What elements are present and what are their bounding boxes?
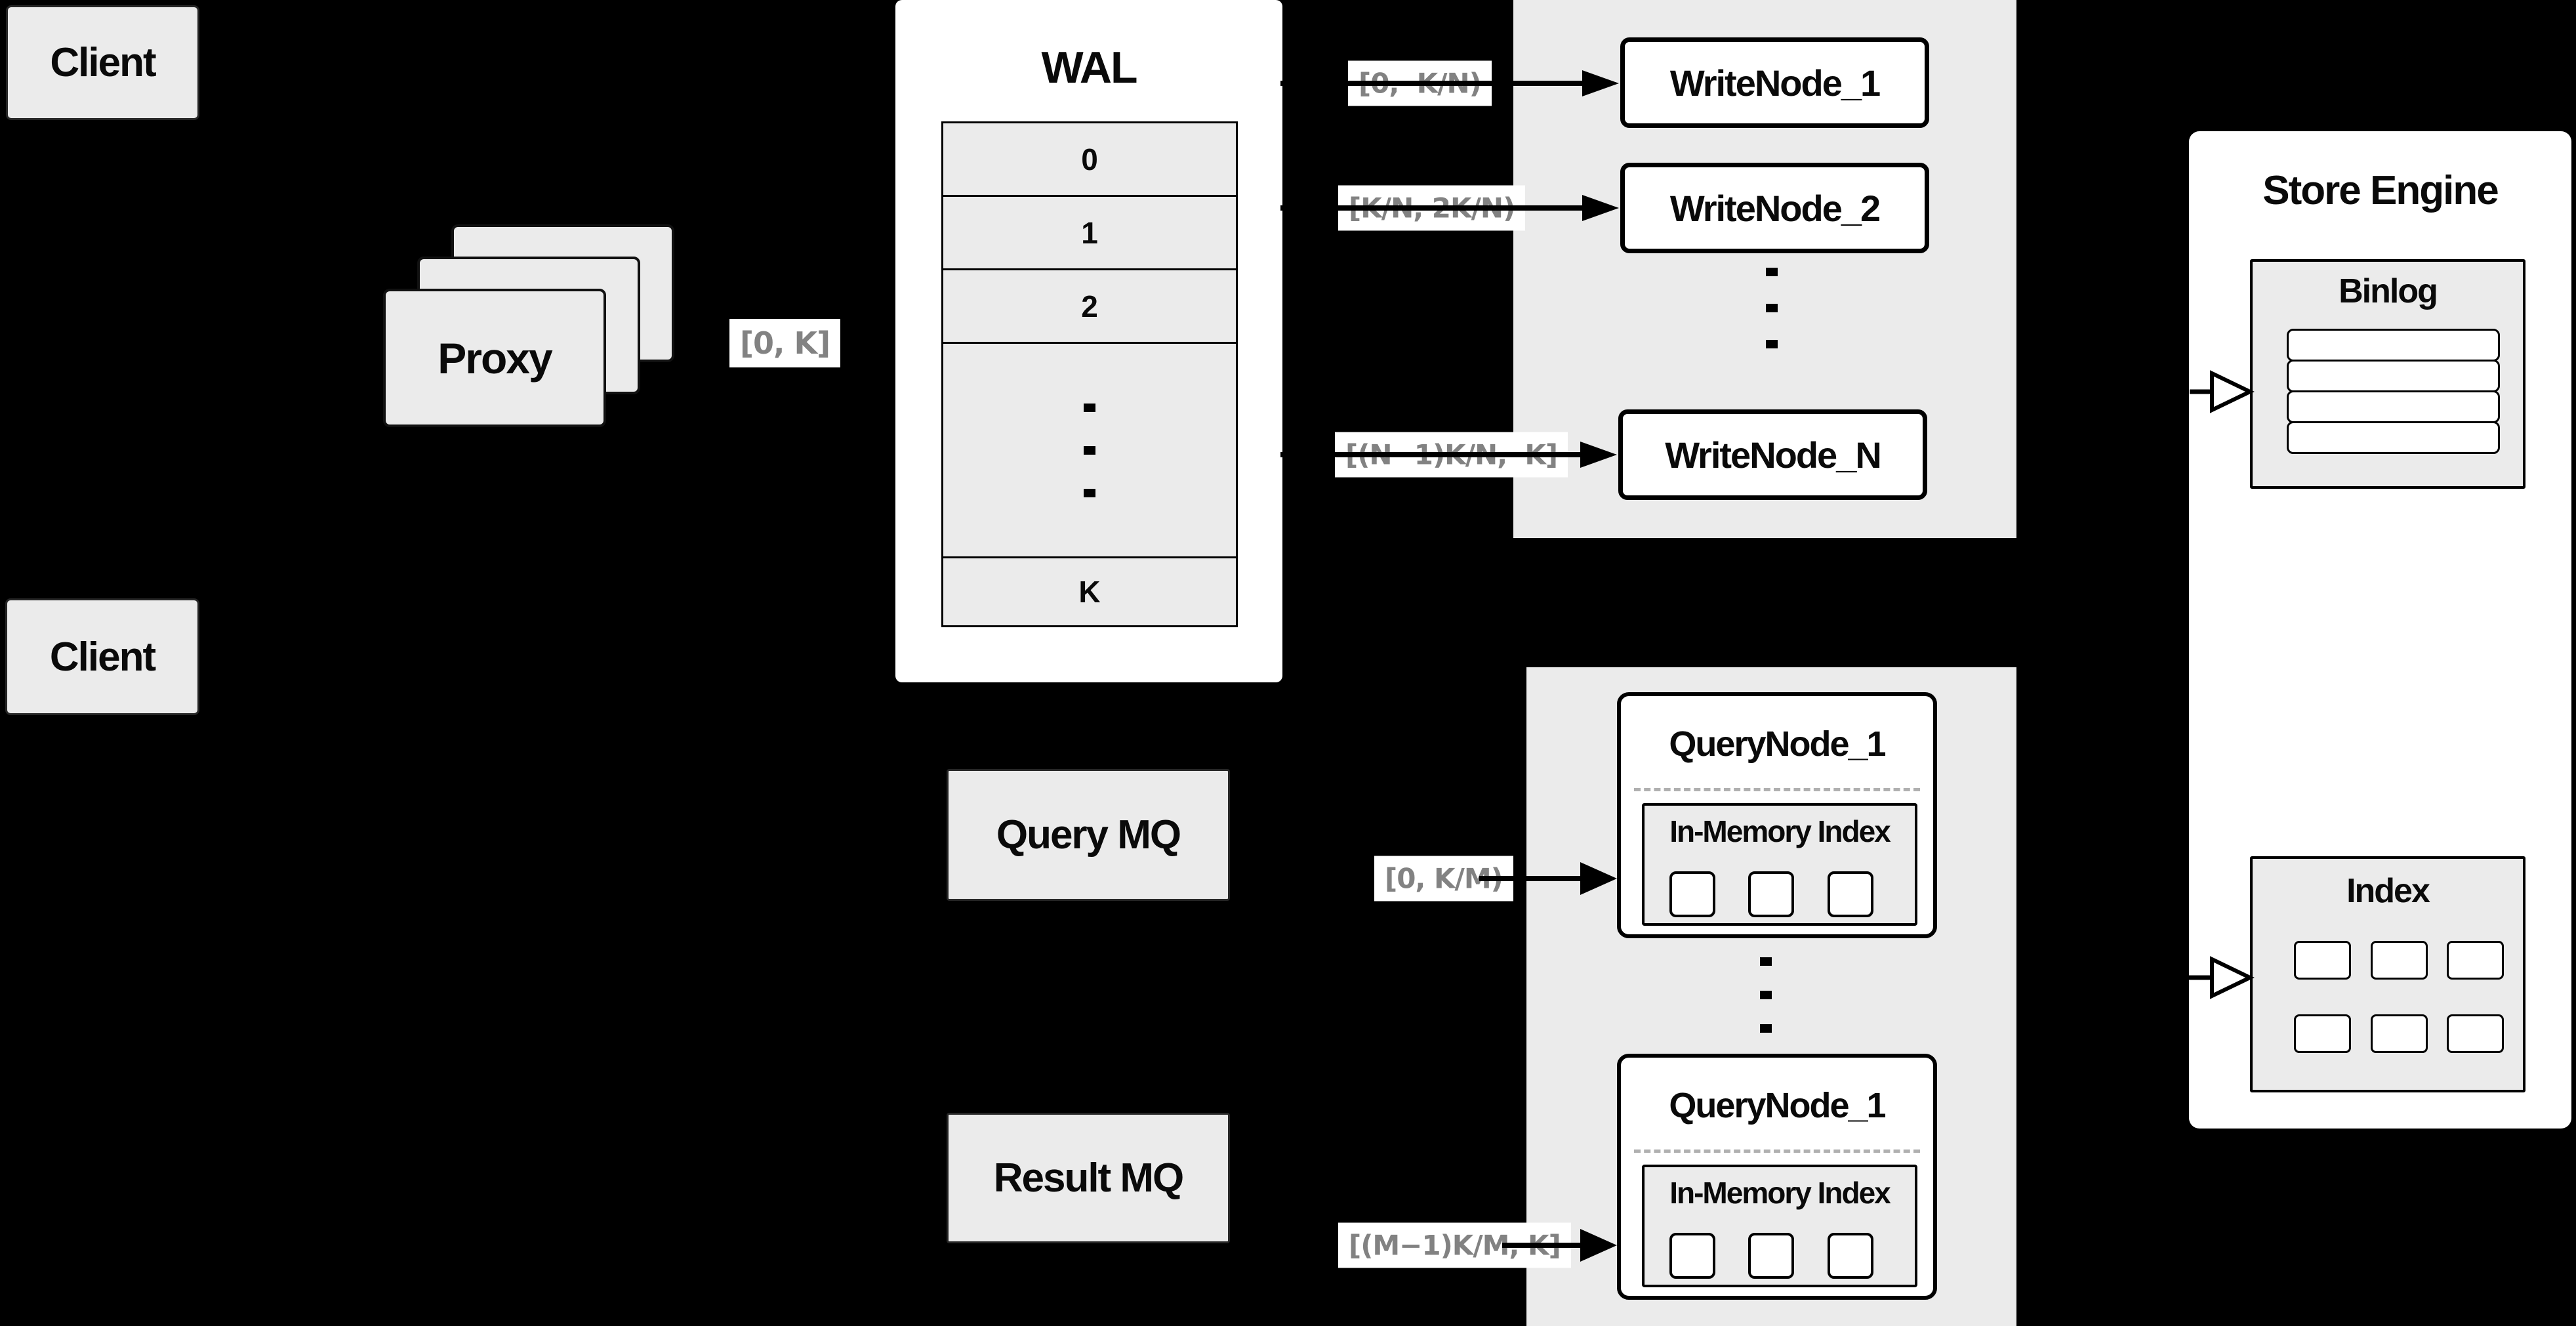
query-mq-box: Query MQ bbox=[947, 769, 1230, 901]
query-node-2-inmemory-box: In-Memory Index bbox=[1642, 1165, 1917, 1287]
write-node-2: WriteNode_2 bbox=[1620, 163, 1929, 253]
wal-row-k-label: K bbox=[1078, 575, 1101, 609]
binlog-row bbox=[2287, 421, 2500, 454]
write-node-1: WriteNode_1 bbox=[1620, 37, 1929, 128]
wal-row-2: 2 bbox=[941, 268, 1238, 344]
segment-square bbox=[1748, 871, 1794, 917]
query-node-1-title: QueryNode_1 bbox=[1669, 724, 1886, 764]
wal-panel: WAL 0 1 2 K bbox=[895, 0, 1282, 682]
index-cell bbox=[2371, 941, 2428, 980]
write-node-n: WriteNode_N bbox=[1618, 409, 1927, 500]
store-engine-panel: Store Engine Binlog Index bbox=[2189, 131, 2571, 1129]
query-node-2-separator bbox=[1634, 1150, 1920, 1153]
index-title: Index bbox=[2346, 872, 2430, 910]
write-node-2-label: WriteNode_2 bbox=[1669, 187, 1881, 229]
query-node-group-panel: QueryNode_1 In-Memory Index QueryNode_1 … bbox=[1526, 667, 2016, 1326]
wal-row-1: 1 bbox=[941, 195, 1238, 270]
client-box-top: Client bbox=[6, 5, 199, 120]
wal-row-0: 0 bbox=[941, 121, 1238, 197]
query-mq-label: Query MQ bbox=[996, 812, 1181, 858]
query-node-1-separator bbox=[1634, 788, 1920, 791]
index-cell bbox=[2371, 1014, 2428, 1053]
segment-square bbox=[1669, 871, 1715, 917]
binlog-row bbox=[2287, 329, 2500, 362]
write-node-1-label: WriteNode_1 bbox=[1669, 62, 1881, 104]
store-engine-title: Store Engine bbox=[2262, 167, 2499, 213]
index-box: Index bbox=[2250, 856, 2525, 1092]
result-mq-label: Result MQ bbox=[993, 1155, 1185, 1201]
query-node-2: QueryNode_1 In-Memory Index bbox=[1617, 1054, 1937, 1300]
result-mq-box: Result MQ bbox=[947, 1113, 1230, 1243]
client-bottom-label: Client bbox=[49, 634, 156, 680]
vertical-ellipsis-write-nodes bbox=[1766, 268, 1778, 348]
segment-square bbox=[1828, 1233, 1873, 1279]
client-box-bottom: Client bbox=[5, 598, 199, 715]
index-cell bbox=[2294, 941, 2351, 980]
wal-table: 0 1 2 K bbox=[941, 121, 1238, 627]
wal-row-ellipsis bbox=[941, 342, 1238, 558]
query-node-1-inmemory-title: In-Memory Index bbox=[1669, 814, 1891, 848]
range-label-query-in: [0, K/M) bbox=[1374, 856, 1513, 901]
wal-title: WAL bbox=[1041, 42, 1137, 93]
client-top-label: Client bbox=[50, 40, 156, 85]
index-cell bbox=[2447, 941, 2504, 980]
write-node-n-label: WriteNode_N bbox=[1665, 434, 1882, 476]
binlog-rows bbox=[2287, 329, 2500, 454]
index-cell bbox=[2447, 1014, 2504, 1053]
index-cell bbox=[2294, 1014, 2351, 1053]
range-label-write-n: [(N−1)K/N, K] bbox=[1335, 432, 1568, 478]
binlog-title: Binlog bbox=[2339, 272, 2438, 310]
query-node-1-inmemory-box: In-Memory Index bbox=[1642, 803, 1917, 926]
wal-row-0-label: 0 bbox=[1081, 142, 1098, 176]
range-label-write-2: [K/N, 2K/N) bbox=[1338, 185, 1526, 231]
proxy-label: Proxy bbox=[438, 333, 552, 383]
range-label-write-1: [0, K/N) bbox=[1348, 60, 1492, 106]
query-node-2-inmemory-title: In-Memory Index bbox=[1669, 1176, 1891, 1210]
binlog-row bbox=[2287, 390, 2500, 423]
query-node-2-title: QueryNode_1 bbox=[1669, 1086, 1886, 1125]
vertical-ellipsis-query-nodes bbox=[1760, 957, 1772, 1033]
query-node-1: QueryNode_1 In-Memory Index bbox=[1617, 692, 1937, 938]
proxy-card-front: Proxy bbox=[383, 289, 606, 427]
wal-row-1-label: 1 bbox=[1081, 215, 1098, 250]
segment-square bbox=[1748, 1233, 1794, 1279]
range-label-query-out: [(M−1)K/M, K] bbox=[1338, 1222, 1571, 1268]
vertical-ellipsis-wal bbox=[1084, 403, 1095, 497]
write-node-group-panel: WriteNode_1 WriteNode_2 WriteNode_N bbox=[1513, 0, 2016, 538]
range-label-proxy-out: [0, K] bbox=[729, 319, 841, 367]
binlog-row bbox=[2287, 360, 2500, 392]
binlog-box: Binlog bbox=[2250, 259, 2525, 489]
wal-row-2-label: 2 bbox=[1081, 289, 1098, 323]
wal-row-k: K bbox=[941, 556, 1238, 627]
segment-square bbox=[1828, 871, 1873, 917]
segment-square bbox=[1669, 1233, 1715, 1279]
